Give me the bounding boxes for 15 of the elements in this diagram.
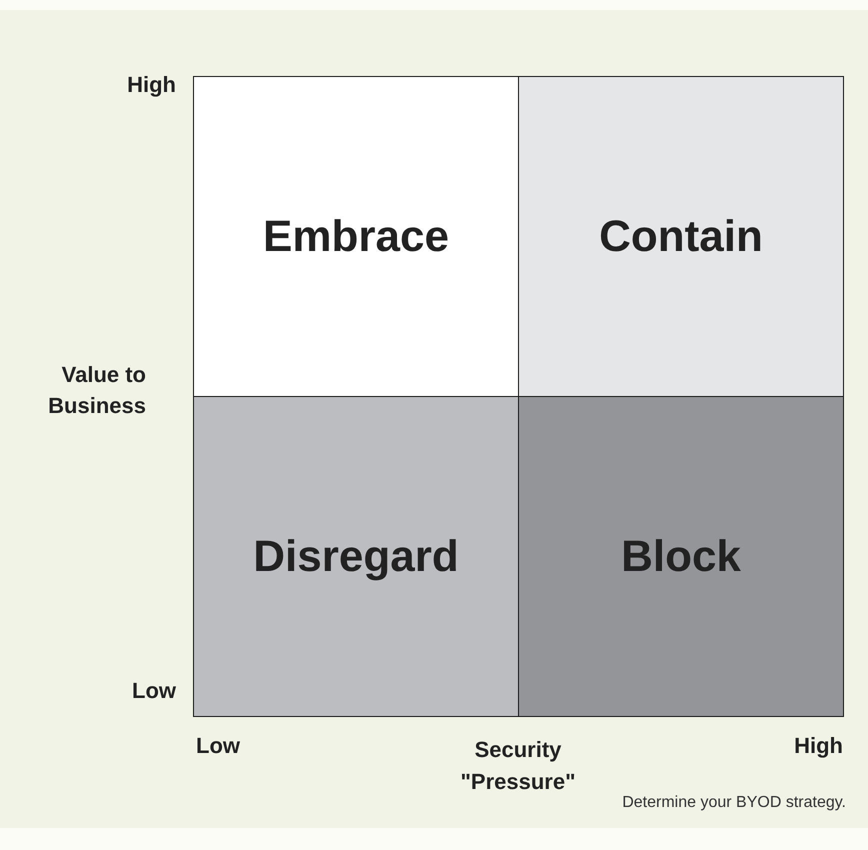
axis-title: Value to Business [47,361,146,420]
quadrant-box [193,396,519,717]
axis-label: Low [132,677,176,705]
quadrant-label: Disregard [253,532,459,582]
quadrant-label: Contain [599,212,763,262]
quadrant-box [518,76,844,397]
axis-label: High [127,71,176,99]
axis-title: Security "Pressure" [459,736,577,796]
quadrant-box [518,396,844,717]
caption: Determine your BYOD strategy. [622,794,846,812]
quadrant-label: Block [621,532,741,582]
quadrant-label: Embrace [263,212,449,262]
quadrant-box [193,76,519,397]
axis-label: Low [196,732,240,760]
axis-label: High [794,732,843,760]
